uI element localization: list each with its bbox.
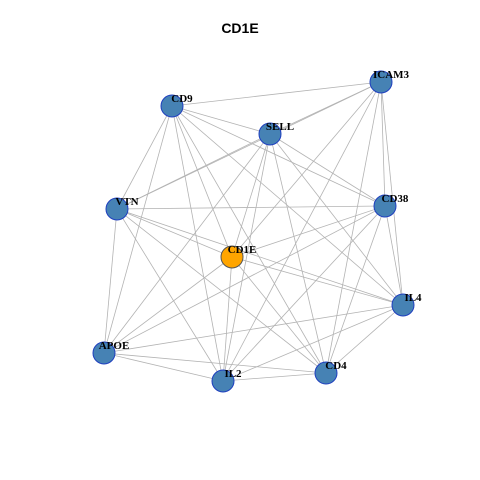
node-il4[interactable] bbox=[391, 293, 415, 317]
node-label-icam3: ICAM3 bbox=[373, 69, 410, 81]
edge-icam3-il2 bbox=[222, 81, 382, 382]
edge-sell-il2 bbox=[222, 133, 271, 382]
node-label-cd38: CD38 bbox=[382, 193, 409, 205]
edge-sell-cd4 bbox=[269, 133, 327, 374]
edge-cd9-cd38 bbox=[171, 105, 386, 207]
edges-layer bbox=[103, 81, 404, 382]
edge-icam3-cd4 bbox=[325, 81, 382, 374]
edge-il4-apoe bbox=[103, 304, 404, 354]
edge-cd1e-apoe bbox=[103, 256, 233, 354]
edge-vtn-apoe bbox=[103, 208, 118, 354]
node-cd9[interactable] bbox=[160, 94, 184, 118]
edge-icam3-il4 bbox=[380, 81, 404, 306]
edge-cd9-apoe bbox=[103, 105, 173, 354]
edge-cd9-cd4 bbox=[171, 105, 327, 374]
edge-cd38-cd1e bbox=[231, 205, 386, 258]
edge-vtn-cd38 bbox=[116, 205, 386, 210]
edge-cd38-il2 bbox=[222, 205, 386, 382]
edge-cd9-sell bbox=[171, 105, 271, 135]
edge-cd38-cd4 bbox=[325, 205, 386, 374]
node-sell[interactable] bbox=[258, 122, 282, 146]
edge-sell-cd1e bbox=[231, 133, 271, 258]
node-label-cd1e: CD1E bbox=[228, 244, 257, 256]
node-cd38[interactable] bbox=[373, 194, 397, 218]
edge-vtn-cd1e bbox=[116, 208, 233, 258]
graph-title: CD1E bbox=[221, 20, 259, 36]
edge-cd9-icam3 bbox=[171, 81, 382, 107]
edge-icam3-cd38 bbox=[380, 81, 386, 207]
edge-cd1e-il4 bbox=[231, 256, 404, 306]
node-cd1e[interactable] bbox=[220, 245, 244, 269]
edge-cd9-vtn bbox=[116, 105, 173, 210]
node-cd4[interactable] bbox=[314, 361, 338, 385]
edge-sell-il4 bbox=[269, 133, 404, 306]
node-label-apoe: APOE bbox=[99, 340, 130, 352]
nodes-layer bbox=[92, 70, 415, 393]
node-label-cd9: CD9 bbox=[171, 93, 193, 105]
edge-apoe-il2 bbox=[103, 352, 224, 382]
node-apoe[interactable] bbox=[92, 341, 116, 365]
node-label-cd4: CD4 bbox=[325, 360, 347, 372]
edge-cd38-apoe bbox=[103, 205, 386, 354]
edge-cd1e-cd4 bbox=[231, 256, 327, 374]
node-icam3[interactable] bbox=[369, 70, 393, 94]
node-label-vtn: VTN bbox=[115, 196, 138, 208]
edge-cd38-il4 bbox=[384, 205, 404, 306]
edge-cd1e-il2 bbox=[222, 256, 233, 382]
edge-vtn-il2 bbox=[116, 208, 224, 382]
edge-sell-cd38 bbox=[269, 133, 386, 207]
node-label-il2: IL2 bbox=[224, 368, 242, 380]
node-label-il4: IL4 bbox=[404, 292, 422, 304]
edge-cd9-il4 bbox=[171, 105, 404, 306]
edge-vtn-cd4 bbox=[116, 208, 327, 374]
edge-sell-apoe bbox=[103, 133, 271, 354]
edge-icam3-cd1e bbox=[231, 81, 382, 258]
node-label-sell: SELL bbox=[266, 121, 294, 133]
edge-sell-vtn bbox=[116, 133, 271, 210]
edge-cd9-cd1e bbox=[171, 105, 233, 258]
edge-il2-cd4 bbox=[222, 372, 327, 382]
edge-il4-cd4 bbox=[325, 304, 404, 374]
edge-il4-il2 bbox=[222, 304, 404, 382]
edge-vtn-il4 bbox=[116, 208, 404, 306]
node-il2[interactable] bbox=[211, 369, 235, 393]
node-vtn[interactable] bbox=[105, 197, 129, 221]
edge-apoe-cd4 bbox=[103, 352, 327, 374]
